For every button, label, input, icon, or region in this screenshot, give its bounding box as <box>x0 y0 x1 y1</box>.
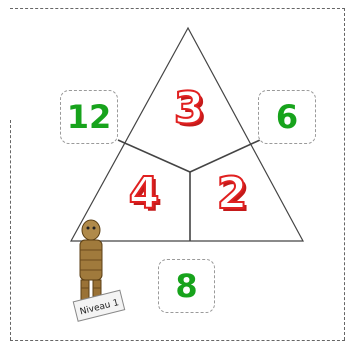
triangle-left-number-shadow: 4 <box>132 171 163 222</box>
answer-bottom-value: 8 <box>175 267 198 305</box>
triangle-right-number-shadow: 2 <box>220 171 251 222</box>
frame-right-border <box>344 8 345 340</box>
triangle-top-number: 3 <box>174 83 205 134</box>
frame-bottom-border <box>10 340 345 341</box>
divider-right <box>189 139 261 173</box>
divider-left <box>117 139 191 173</box>
answer-right-value: 6 <box>275 98 299 136</box>
answer-box-bottom[interactable]: 8 <box>158 259 215 313</box>
puzzle-triangle <box>69 26 305 242</box>
answer-left-value: 12 <box>66 98 112 136</box>
mummy-figure-icon <box>79 219 103 303</box>
frame-left-border <box>10 120 11 340</box>
answer-box-left[interactable]: 12 <box>60 90 118 144</box>
answer-box-right[interactable]: 6 <box>258 90 316 144</box>
frame-top-border <box>10 8 345 9</box>
triangle-left-number: 4 <box>129 168 160 219</box>
triangle-top-number-shadow: 3 <box>177 86 208 137</box>
triangle-right-number: 2 <box>217 168 248 219</box>
level-sign: Niveau 1 <box>72 289 126 322</box>
